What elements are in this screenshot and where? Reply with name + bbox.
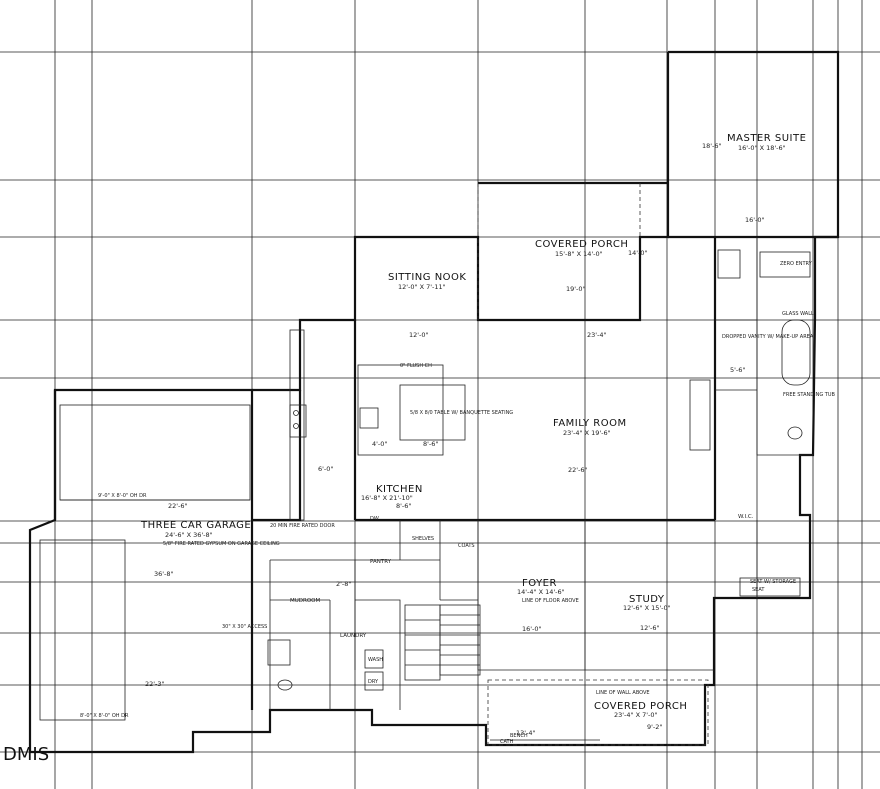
room-dims: 16'-0" X 18'-6" (738, 144, 786, 152)
dim-label: 18'-6" (702, 142, 722, 150)
dim-label: 14'-0" (628, 249, 648, 257)
room-sitting-nook: SITTING NOOK 12'-0" X 7'-11" (388, 272, 466, 291)
seat-note: SEAT (752, 587, 765, 593)
room-dims: 12'-0" X 7'-11" (398, 283, 446, 291)
dim-label: 2'-8" (336, 580, 351, 588)
room-name: STUDY (629, 594, 665, 605)
room-covered-porch-rear: COVERED PORCH 15'-8" X 14'-0" (535, 239, 628, 258)
dim-label: 22'-6" (568, 466, 588, 474)
flush-ch-note: 0" FLUSH CH (400, 363, 432, 369)
dim-label: 22'-3" (145, 680, 165, 688)
dim-label: 19'-0" (566, 285, 586, 293)
room-dims: 23'-4" X 7'-0" (614, 711, 658, 719)
dim-label: 12'-0" (409, 331, 429, 339)
island-note: 5/8 X 8/0 TABLE W/ BANQUETTE SEATING (410, 410, 513, 416)
room-kitchen: KITCHEN 16'-8" X 21'-10" (361, 484, 423, 502)
cath-note: CATH (500, 739, 514, 745)
room-laundry: LAUNDRY (340, 633, 367, 639)
room-dims: 12'-6" X 15'-0" (623, 604, 671, 612)
dim-label: 8'-6" (396, 502, 411, 510)
room-foyer: FOYER 14'-4" X 14'-6" LINE OF FLOOR ABOV… (517, 578, 579, 604)
room-labels: MASTER SUITE 16'-0" X 18'-6" COVERED POR… (140, 133, 806, 719)
dim-label: 8'-6" (423, 440, 438, 448)
fire-door-note: 20 MIN FIRE RATED DOOR (270, 523, 335, 529)
bench-note: BENCH (510, 733, 528, 739)
dimension-strings: 22'-6" 22'-3" 36'-8" 19'-0" 23'-4" 22'-6… (145, 142, 765, 737)
room-dims: 15'-8" X 14'-0" (555, 250, 603, 258)
garage-door-a-note: 9'-0" X 8'-0" OH DR (98, 493, 147, 499)
interior-walls (269, 235, 838, 710)
garage-door-b-note: 8'-0" X 8'-0" OH DR (80, 713, 129, 719)
garage-ceiling-note: 5/8" FIRE RATED GYPSUM ON GARAGE CEILING (163, 541, 280, 547)
dim-label: 6'-0" (318, 465, 333, 473)
shelves-note: SHELVES (412, 536, 434, 542)
dim-label: 16'-0" (745, 216, 765, 224)
dim-label: 9'-2" (647, 723, 662, 731)
room-name: SITTING NOOK (388, 272, 466, 283)
seat-storage-note: SEAT W/ STORAGE (750, 579, 796, 585)
room-three-car-garage: THREE CAR GARAGE 24'-6" X 36'-8" 5/8" FI… (140, 520, 280, 547)
room-pantry: PANTRY (370, 559, 392, 565)
room-study: STUDY 12'-6" X 15'-0" (623, 594, 671, 612)
dim-label: 16'-0" (522, 625, 542, 633)
room-name: FOYER (522, 578, 557, 589)
room-name: COVERED PORCH (535, 239, 628, 250)
dim-label: 36'-8" (154, 570, 174, 578)
room-dims: 24'-6" X 36'-8" (165, 531, 213, 539)
dry-note: DRY (368, 679, 379, 685)
room-family-room: FAMILY ROOM 23'-4" X 19'-6" (553, 418, 627, 437)
dim-label: 22'-6" (168, 502, 188, 510)
wash-note: WASH (368, 657, 383, 663)
room-dims: 14'-4" X 14'-6" (517, 588, 565, 596)
exterior-walls (28, 50, 840, 754)
fixtures (39, 249, 811, 746)
dropped-vanity-note: DROPPED VANITY W/ MAKE-UP AREA (722, 334, 814, 340)
room-dims: 23'-4" X 19'-6" (563, 429, 611, 437)
dw-note: DW (370, 516, 379, 522)
free-standing-tub-note: FREE STANDING TUB (783, 392, 836, 398)
line-floor-above-note: LINE OF FLOOR ABOVE (522, 598, 579, 604)
room-dims: 16'-8" X 21'-10" (361, 494, 413, 502)
zero-entry-note: ZERO ENTRY (780, 261, 813, 267)
plan-notes: 9'-0" X 8'-0" OH DR 8'-0" X 8'-0" OH DR … (80, 261, 836, 745)
line-wall-above-note: LINE OF WALL ABOVE (596, 690, 650, 696)
dim-label: 4'-0" (372, 440, 387, 448)
room-name: FAMILY ROOM (553, 418, 627, 429)
coats-note: COATS (458, 543, 475, 549)
room-name: THREE CAR GARAGE (140, 520, 251, 531)
room-master-suite: MASTER SUITE 16'-0" X 18'-6" (727, 133, 806, 152)
room-name: MASTER SUITE (727, 133, 806, 144)
room-wic: W.I.C. (738, 514, 754, 520)
room-name: KITCHEN (376, 484, 423, 495)
room-covered-porch-front: COVERED PORCH 23'-4" X 7'-0" LINE OF WAL… (594, 690, 687, 719)
room-mudroom: MUDROOM (290, 598, 320, 604)
dim-label: 13'-4" (516, 729, 536, 737)
glass-wall-note: GLASS WALL (782, 311, 814, 317)
watermark: DMIS (3, 744, 49, 765)
room-name: COVERED PORCH (594, 701, 687, 712)
dim-label: 12'-6" (640, 624, 660, 632)
dim-label: 5'-6" (730, 366, 745, 374)
attic-access-note: 30" X 30" ACCESS (222, 624, 267, 630)
dim-label: 23'-4" (587, 331, 607, 339)
